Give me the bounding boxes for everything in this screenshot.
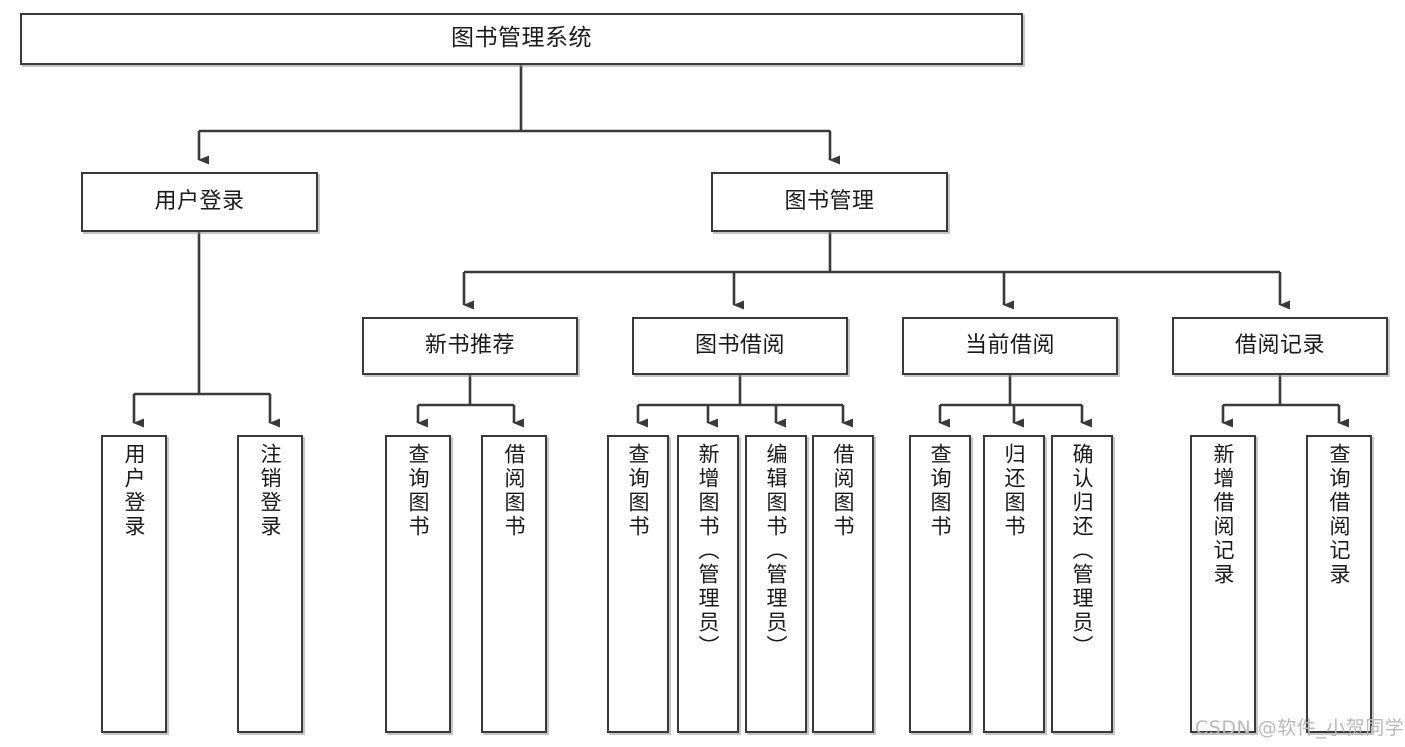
node-leaf-edit-book-admin-label: 编辑图书（管理员） xyxy=(764,443,789,659)
node-leaf-logout-login-label: 注销登录 xyxy=(258,443,283,539)
node-leaf-query-book-borrow[interactable]: 查询图书 xyxy=(607,435,669,733)
csdn-watermark: CSDN @软件_小贺同学 xyxy=(1195,717,1405,739)
node-leaf-query-borrow-record[interactable]: 查询借阅记录 xyxy=(1306,435,1372,733)
node-leaf-add-book-admin[interactable]: 新增图书（管理员） xyxy=(677,435,739,733)
node-leaf-user-login-label: 用户登录 xyxy=(122,443,147,539)
node-leaf-add-borrow-record[interactable]: 新增借阅记录 xyxy=(1190,435,1256,733)
node-leaf-borrow-book-new[interactable]: 借阅图书 xyxy=(481,435,547,733)
node-current-borrow-label: 当前借阅 xyxy=(964,333,1055,359)
node-leaf-query-book-borrow-label: 查询图书 xyxy=(626,443,651,539)
node-book-management-label: 图书管理 xyxy=(784,189,875,215)
node-leaf-query-borrow-record-label: 查询借阅记录 xyxy=(1327,443,1352,587)
node-leaf-return-book-label: 归还图书 xyxy=(1002,443,1027,539)
node-leaf-query-book-new[interactable]: 查询图书 xyxy=(385,435,451,733)
node-leaf-query-book-current[interactable]: 查询图书 xyxy=(909,435,971,733)
node-book-borrow-label: 图书借阅 xyxy=(694,333,785,359)
node-leaf-confirm-return-admin-label: 确认归还（管理员） xyxy=(1070,443,1095,659)
node-leaf-query-book-new-label: 查询图书 xyxy=(406,443,431,539)
node-new-book-recommend-label: 新书推荐 xyxy=(424,333,515,359)
node-borrow-record-label: 借阅记录 xyxy=(1234,333,1325,359)
node-user-login-label: 用户登录 xyxy=(154,189,245,215)
node-leaf-edit-book-admin[interactable]: 编辑图书（管理员） xyxy=(745,435,807,733)
node-leaf-add-book-admin-label: 新增图书（管理员） xyxy=(696,443,721,659)
node-root-label: 图书管理系统 xyxy=(451,25,592,52)
node-user-login[interactable]: 用户登录 xyxy=(81,172,318,232)
node-leaf-borrow-book-borrow-label: 借阅图书 xyxy=(831,443,856,539)
node-leaf-add-borrow-record-label: 新增借阅记录 xyxy=(1211,443,1236,587)
node-leaf-confirm-return-admin[interactable]: 确认归还（管理员） xyxy=(1051,435,1113,733)
node-book-borrow[interactable]: 图书借阅 xyxy=(632,317,848,375)
node-root[interactable]: 图书管理系统 xyxy=(20,13,1023,65)
node-leaf-user-login[interactable]: 用户登录 xyxy=(101,435,167,733)
node-leaf-logout-login[interactable]: 注销登录 xyxy=(237,435,303,733)
node-leaf-borrow-book-borrow[interactable]: 借阅图书 xyxy=(812,435,874,733)
node-book-management[interactable]: 图书管理 xyxy=(711,172,948,232)
node-current-borrow[interactable]: 当前借阅 xyxy=(902,317,1118,375)
node-new-book-recommend[interactable]: 新书推荐 xyxy=(362,317,578,375)
node-leaf-borrow-book-new-label: 借阅图书 xyxy=(502,443,527,539)
node-leaf-query-book-current-label: 查询图书 xyxy=(928,443,953,539)
node-borrow-record[interactable]: 借阅记录 xyxy=(1172,317,1388,375)
node-leaf-return-book[interactable]: 归还图书 xyxy=(983,435,1045,733)
